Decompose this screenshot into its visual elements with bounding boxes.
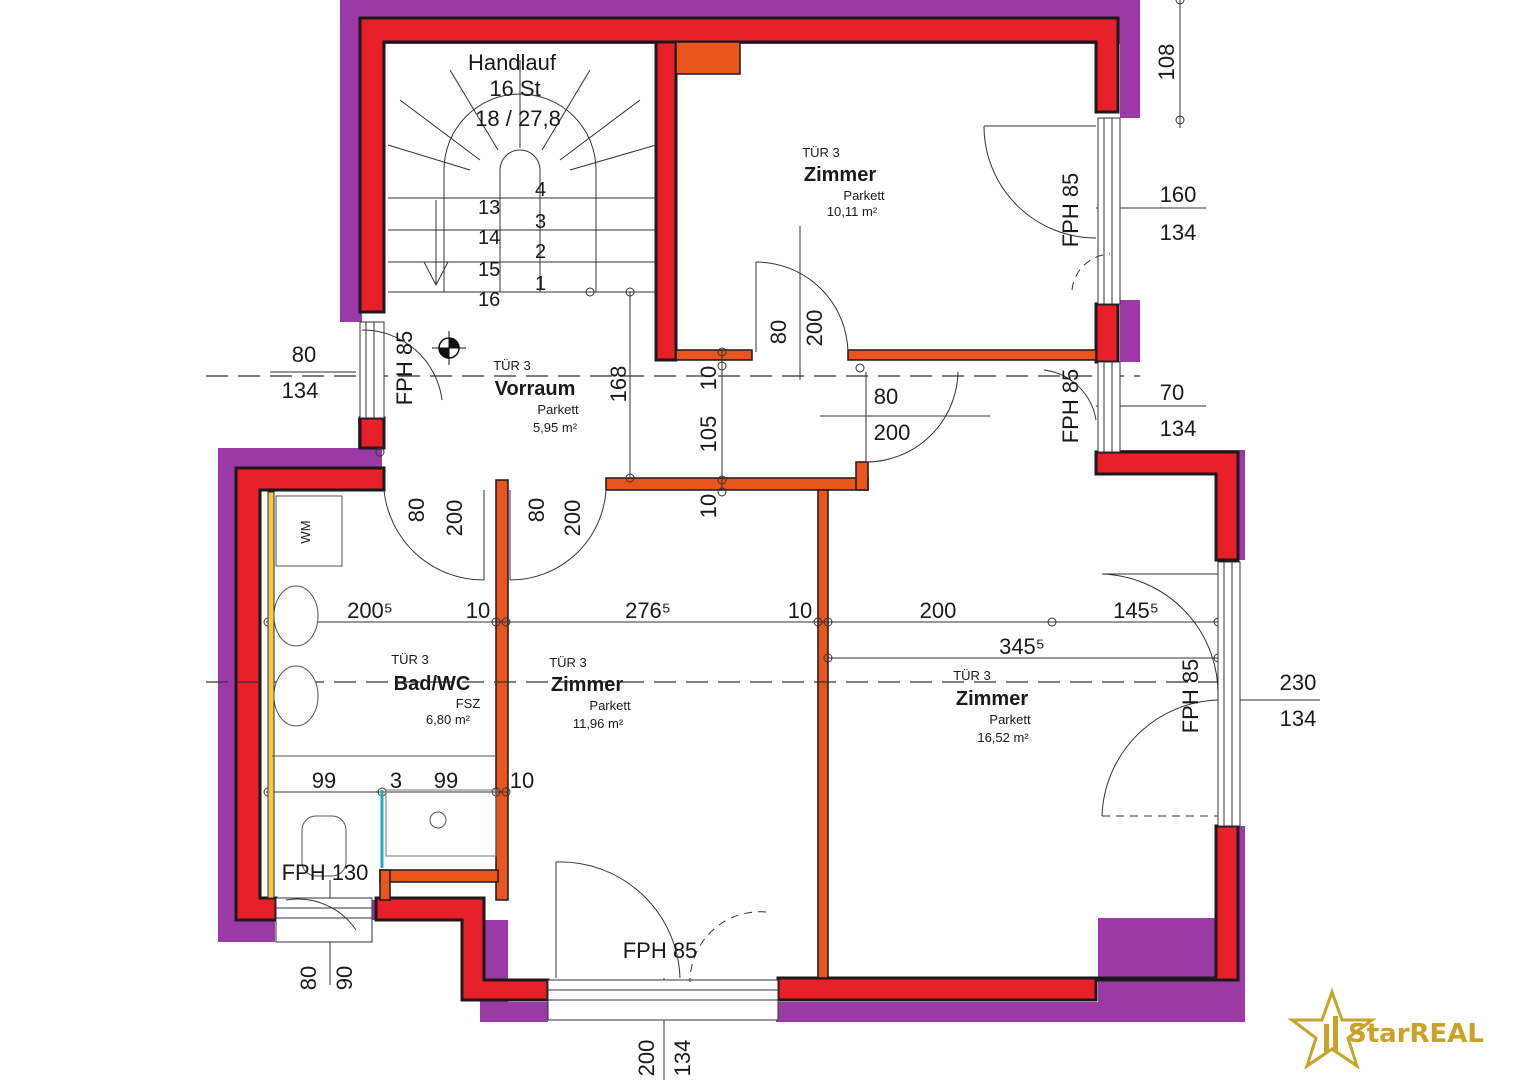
svg-text:Zimmer: Zimmer [956,688,1028,710]
svg-text:TÜR 3: TÜR 3 [391,652,429,667]
dimension-lines [266,0,1320,1080]
svg-text:345⁵: 345⁵ [999,634,1045,659]
svg-text:230: 230 [1280,670,1317,695]
starreal-logo: StarREAL [1287,987,1484,1070]
svg-text:Parkett: Parkett [843,188,885,203]
svg-text:80: 80 [874,384,898,409]
svg-text:99: 99 [312,768,336,793]
svg-text:90: 90 [332,966,357,990]
svg-text:80: 80 [524,498,549,522]
star-icon [1287,987,1377,1070]
svg-text:108: 108 [1154,44,1179,81]
svg-text:Parkett: Parkett [989,712,1031,727]
bathroom-fixtures [267,491,498,899]
staircase [387,60,657,293]
svg-text:134: 134 [1160,220,1197,245]
svg-text:105: 105 [696,416,721,453]
fph-label-top-right: FPH 85 [1058,173,1083,248]
sink-icon [273,585,319,647]
svg-text:200: 200 [560,500,585,537]
svg-text:145⁵: 145⁵ [1113,598,1159,623]
svg-text:80: 80 [766,320,791,344]
room-zimmer-middle: TÜR 3 Zimmer Parkett 11,96 m² [549,655,631,731]
svg-text:80: 80 [292,342,316,367]
fph-label-vorraum: FPH 85 [392,331,417,406]
svg-text:TÜR 3: TÜR 3 [802,145,840,160]
svg-text:10: 10 [510,768,534,793]
svg-text:70: 70 [1160,380,1184,405]
svg-text:3: 3 [390,768,402,793]
svg-text:134: 134 [1160,416,1197,441]
stair-label: Handlauf [468,50,557,75]
svg-text:FSZ: FSZ [456,696,481,711]
svg-text:200: 200 [802,310,827,347]
wm-label: WM [298,520,313,543]
svg-text:11,96 m²: 11,96 m² [573,716,624,731]
svg-text:Bad/WC: Bad/WC [394,673,471,695]
windows [275,117,1241,1021]
svg-text:276⁵: 276⁵ [625,598,671,623]
svg-text:Zimmer: Zimmer [804,164,876,186]
level-marker-icon [432,331,466,365]
step-3: 3 [535,211,546,233]
svg-text:200⁵: 200⁵ [347,598,393,623]
dimension-values: 108 160 134 70 134 230 134 80 134 168 10… [282,44,1317,1077]
fph-label-right: FPH 85 [1178,659,1203,734]
step-15: 15 [478,259,500,281]
fph-label-mid-right: FPH 85 [1058,369,1083,444]
fph-label-bath: FPH 130 [282,860,369,885]
svg-text:134: 134 [670,1040,695,1077]
svg-text:StarREAL: StarREAL [1348,1019,1484,1049]
room-vorraum: TÜR 3 Vorraum Parkett 5,95 m² [493,358,579,435]
inner-walls [379,41,1097,979]
svg-text:Zimmer: Zimmer [551,674,623,696]
svg-text:80: 80 [296,966,321,990]
svg-text:10,11 m²: 10,11 m² [827,204,878,219]
sink-icon-2 [273,665,319,727]
svg-text:Parkett: Parkett [589,698,631,713]
stair-count: 16 St [489,76,540,101]
step-16: 16 [478,289,500,311]
svg-text:160: 160 [1160,182,1197,207]
svg-text:200: 200 [920,598,957,623]
svg-text:10: 10 [788,598,812,623]
svg-text:134: 134 [1280,706,1317,731]
toilet-icon [301,815,347,877]
svg-text:10: 10 [466,598,490,623]
svg-text:99: 99 [434,768,458,793]
svg-text:6,80 m²: 6,80 m² [426,712,471,727]
svg-text:Vorraum: Vorraum [495,378,576,400]
svg-text:TÜR 3: TÜR 3 [953,668,991,683]
room-zimmer-top: TÜR 3 Zimmer Parkett 10,11 m² [802,145,885,219]
svg-text:80: 80 [404,498,429,522]
step-2: 2 [535,241,546,263]
svg-text:10: 10 [696,366,721,390]
svg-text:134: 134 [282,378,319,403]
shower-head-icon [429,811,447,829]
svg-text:Parkett: Parkett [537,402,579,417]
svg-text:10: 10 [696,494,721,518]
fph-label-bottom: FPH 85 [623,938,698,963]
svg-text:16,52 m²: 16,52 m² [977,730,1029,745]
step-1: 1 [535,273,546,295]
doors [285,125,1219,983]
washing-machine-icon [275,495,343,567]
stair-ratio: 18 / 27,8 [475,106,561,131]
step-14: 14 [478,227,500,249]
svg-text:200: 200 [634,1040,659,1077]
step-4: 4 [535,179,546,201]
svg-text:200: 200 [442,500,467,537]
room-bad-wc: TÜR 3 Bad/WC FSZ 6,80 m² [391,652,480,727]
svg-text:TÜR 3: TÜR 3 [549,655,587,670]
svg-text:168: 168 [606,366,631,403]
svg-text:TÜR 3: TÜR 3 [493,358,531,373]
room-zimmer-right: TÜR 3 Zimmer Parkett 16,52 m² [953,668,1031,745]
svg-text:200: 200 [874,420,911,445]
svg-text:5,95 m²: 5,95 m² [533,420,578,435]
step-13: 13 [478,197,500,219]
